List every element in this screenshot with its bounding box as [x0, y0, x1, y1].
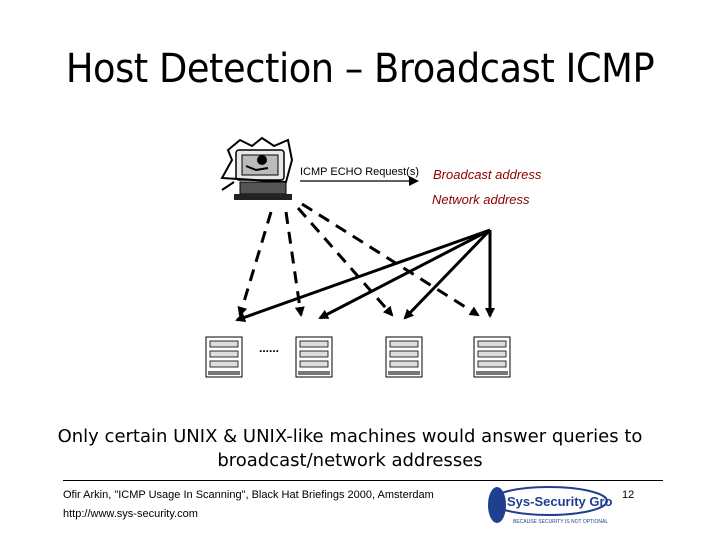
request-label: ICMP ECHO Request(s): [300, 166, 419, 178]
page-number: 12: [622, 489, 635, 501]
server-host-icon: [473, 336, 511, 378]
server-host-icon: [205, 336, 243, 378]
server-host-icon: [385, 336, 423, 378]
broadcast-address-label: Broadcast address: [433, 167, 542, 182]
network-address-label: Network address: [432, 192, 530, 207]
reply-paths: [235, 228, 495, 323]
logo-text: Sys-Security Group: [507, 494, 612, 509]
host-ellipsis: ......: [259, 341, 279, 355]
logo-tagline: BECAUSE SECURITY IS NOT OPTIONAL: [513, 519, 608, 525]
attacker-computer-icon: [220, 136, 294, 200]
sys-security-logo: Sys-Security Group BECAUSE SECURITY IS N…: [488, 486, 612, 525]
slide-title: Host Detection – Broadcast ICMP: [65, 46, 655, 92]
footer-url[interactable]: http://www.sys-security.com: [63, 508, 198, 520]
footer-divider: [63, 480, 663, 481]
slide-caption: Only certain UNIX & UNIX-like machines w…: [57, 426, 643, 471]
server-host-icon: [295, 336, 333, 378]
footer-citation: Ofir Arkin, "ICMP Usage In Scanning", Bl…: [63, 489, 434, 501]
